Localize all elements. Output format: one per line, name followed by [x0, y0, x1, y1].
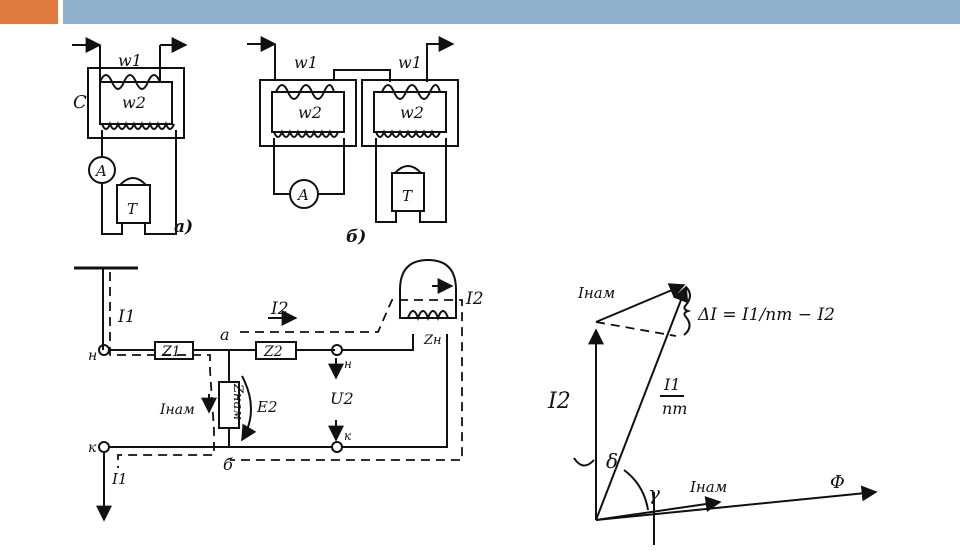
figure-a: C w1 w2 A T a)	[72, 37, 193, 237]
phasor-i1-nt	[595, 285, 689, 521]
terminal-n-right	[331, 344, 343, 356]
w2-left-label: w2	[298, 103, 322, 122]
core-label: C	[73, 92, 87, 113]
core-left-inner	[271, 91, 345, 133]
title-bar	[0, 0, 960, 24]
z1-box	[154, 341, 194, 360]
n-left-label: н	[88, 348, 97, 364]
ammeter-b	[289, 179, 319, 209]
terminal-k-left	[98, 441, 110, 453]
equivalent-circuit: I1 I2 I2 Z1 Z2 Zн a б Iнам Zнам E2 U2 н …	[74, 258, 484, 522]
figure-b: w1 w2 w1 w2 A T б)	[247, 36, 459, 247]
core-left-outer	[259, 79, 357, 147]
u2-label: U2	[330, 389, 354, 408]
k-right-label: к	[344, 429, 352, 443]
z1-label: Z1	[161, 344, 181, 360]
delta-angle-label: δ	[606, 449, 618, 473]
phasor-i-mag-bottom	[595, 496, 722, 521]
w1-right-label: w1	[398, 53, 422, 72]
phasor-flux	[595, 485, 878, 521]
i2-label: I2	[270, 299, 289, 319]
relay-b-label: T	[402, 187, 413, 205]
core-right-inner	[373, 91, 447, 133]
i-mag-top-label: Iнам	[577, 284, 615, 302]
secondary-coil	[101, 121, 175, 130]
i2-right-label: I2	[465, 289, 484, 309]
i2-phasor-label: I2	[547, 389, 571, 414]
core-outer	[87, 67, 185, 139]
w2-right-label: w2	[400, 103, 424, 122]
delta-i-equation: ΔI = I1/nт − I2	[697, 305, 835, 325]
phi-label: Φ	[830, 472, 845, 493]
node-a-label: a	[220, 325, 230, 344]
i-mag-label: Iнам	[159, 402, 195, 418]
e2-label: E2	[256, 398, 278, 416]
primary-coil	[99, 74, 161, 90]
relay-coil-body	[399, 258, 457, 319]
ratio-denominator: nт	[662, 399, 687, 418]
terminal-n-left	[98, 344, 110, 356]
zh-label: Zн	[423, 333, 442, 348]
phasor-diagram: Iнам I2 I1 nт ΔI = I1/nт − I2 δ γ Iнам Φ	[547, 283, 878, 545]
ammeter-a-label: A	[94, 162, 107, 180]
node-b-label: б	[223, 455, 233, 474]
relay-a-label: T	[127, 200, 138, 218]
z2-box	[255, 341, 297, 360]
w1-left-label: w1	[294, 53, 318, 72]
relay-a	[116, 184, 151, 224]
accent-block	[0, 0, 58, 24]
w1-label-a: w1	[118, 51, 142, 70]
w2-label-a: w2	[122, 93, 146, 112]
caption-b: б)	[346, 227, 366, 247]
zmag-box	[218, 381, 240, 429]
z2-label: Z2	[263, 344, 283, 360]
ratio-numerator: I1	[663, 375, 681, 394]
title-band	[63, 0, 960, 24]
ammeter-b-label: A	[296, 186, 309, 204]
i1-bottom-label: I1	[111, 470, 127, 488]
i-mag-bottom-label: Iнам	[689, 478, 727, 496]
n-right-label: н	[344, 357, 352, 371]
k-left-label: к	[88, 440, 97, 456]
core-right-outer	[361, 79, 459, 147]
relay-b	[391, 172, 425, 212]
z-mag-label: Zнам	[230, 383, 245, 420]
terminal-k-right	[331, 441, 343, 453]
caption-a: a)	[174, 217, 193, 237]
i1-top-label: I1	[117, 307, 136, 327]
gamma-angle-label: γ	[648, 481, 660, 505]
phasor-i-mag-top	[595, 283, 686, 323]
